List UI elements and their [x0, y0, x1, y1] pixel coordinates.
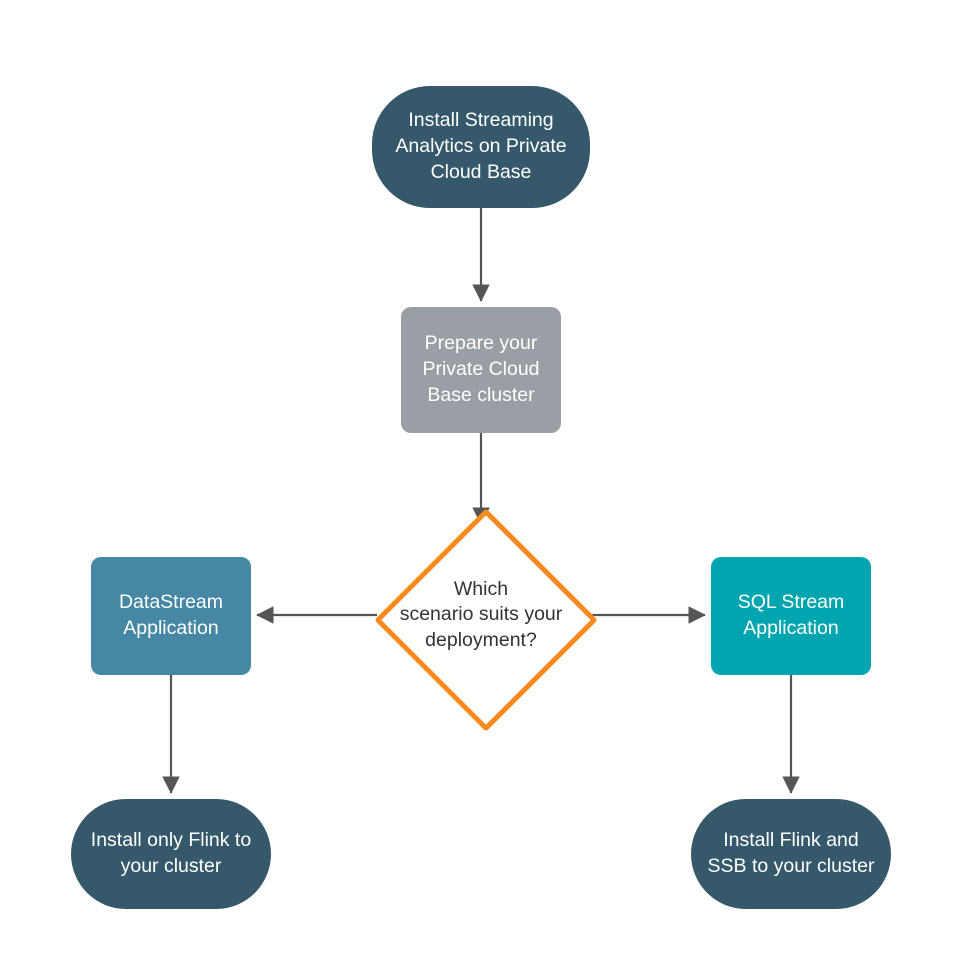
node-label-prepare-cluster: Prepare your Private Cloud Base cluster	[422, 332, 540, 406]
node-sql-stream-application[interactable]: SQL Stream Application	[711, 557, 871, 675]
node-decision-scenario[interactable]: Which scenario suits your deployment?	[374, 508, 598, 732]
node-label-datastream-application: DataStream Application	[118, 591, 224, 639]
node-datastream-application[interactable]: DataStream Application	[91, 557, 251, 675]
node-prepare-cluster[interactable]: Prepare your Private Cloud Base cluster	[401, 307, 561, 433]
node-install-flink-only[interactable]: Install only Flink to your cluster	[71, 799, 271, 909]
node-label-install-flink-and-ssb: Install Flink and SSB to your cluster	[707, 829, 875, 877]
node-label-sql-stream-application: SQL Stream Application	[737, 591, 845, 639]
node-label-install-streaming-analytics: Install Streaming Analytics on Private C…	[395, 109, 567, 183]
node-label-decision-scenario: Which scenario suits your deployment?	[399, 577, 563, 651]
node-install-streaming-analytics[interactable]: Install Streaming Analytics on Private C…	[372, 86, 590, 208]
node-install-flink-and-ssb[interactable]: Install Flink and SSB to your cluster	[691, 799, 891, 909]
node-label-install-flink-only: Install only Flink to your cluster	[90, 829, 252, 877]
